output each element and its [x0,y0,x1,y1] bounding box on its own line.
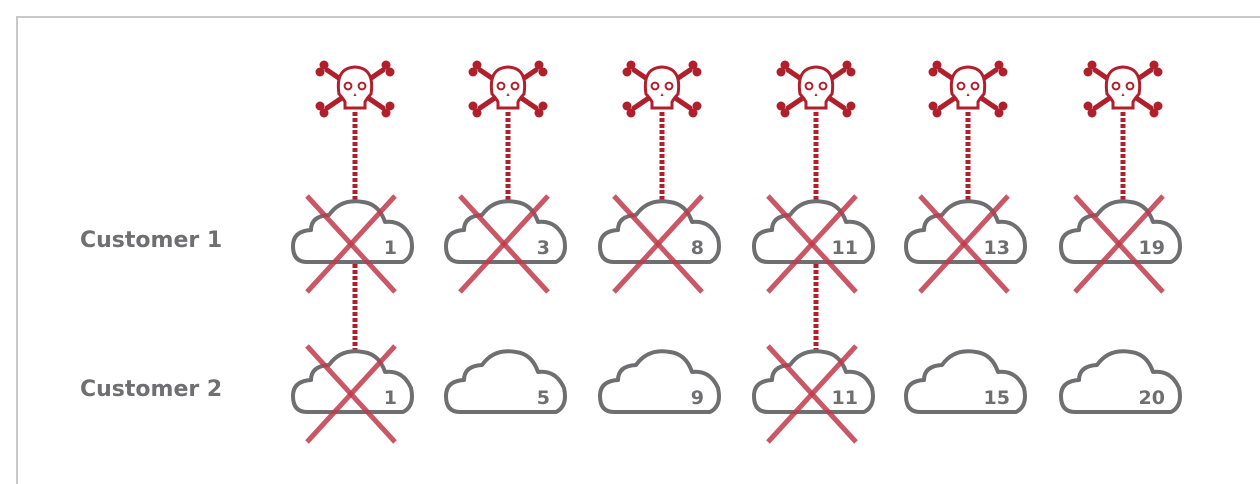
compromised-cross-icon [305,344,397,444]
compromised-cross-icon [305,194,397,294]
cloud-node: 11 [752,194,875,294]
cloud-number: 1 [384,387,397,409]
row-label-customer-1: Customer 1 [80,228,223,253]
skull-crossbones-icon [316,61,395,118]
cloud-node: 9 [598,349,721,414]
compromised-cross-icon [612,194,704,294]
cloud-number: 11 [832,237,858,259]
compromised-cross-icon [766,344,858,444]
skull-crossbones-icon [469,61,548,118]
cloud-node: 13 [904,194,1027,294]
compromised-cross-icon [766,194,858,294]
row-label-customer-2: Customer 2 [80,377,223,402]
cloud-number: 1 [384,237,397,259]
skull-crossbones-icon [777,61,856,118]
diagram-frame [16,16,1260,484]
cloud-number: 9 [691,387,704,409]
cloud-number: 5 [537,387,550,409]
cloud-number: 8 [691,237,704,259]
compromised-cross-icon [458,194,550,294]
cloud-node: 19 [1059,194,1182,294]
cloud-node: 11 [752,344,875,444]
compromised-cross-icon [1073,194,1165,294]
attack-links [352,112,1126,352]
cloud-number: 19 [1139,237,1165,259]
skull-crossbones-icon [623,61,702,118]
skull-crossbones-icon [1084,61,1163,118]
skull-crossbones-icon [929,61,1008,118]
cloud-number: 13 [984,237,1010,259]
compromised-cross-icon [918,194,1010,294]
cloud-node: 15 [904,349,1027,414]
cloud-node: 1 [291,344,414,444]
cloud-number: 3 [537,237,550,259]
cloud-node: 20 [1059,349,1182,414]
cloud-number: 20 [1139,387,1165,409]
cloud-number: 15 [984,387,1010,409]
threats [316,61,1163,118]
cloud-node: 3 [444,194,567,294]
cloud-number: 11 [832,387,858,409]
cloud-node: 5 [444,349,567,414]
cloud-node: 1 [291,194,414,294]
cloud-node: 8 [598,194,721,294]
